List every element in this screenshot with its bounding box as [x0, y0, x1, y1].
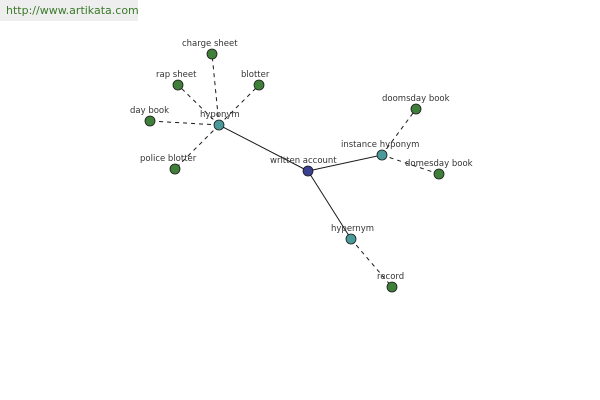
node-day-book[interactable]: [144, 115, 156, 127]
edge-hyponym-to-blotter: [218, 84, 260, 126]
node-blotter[interactable]: [253, 79, 265, 91]
edge-instance-hyponym-to-doomsday-book: [381, 108, 417, 156]
node-rap-sheet[interactable]: [172, 79, 184, 91]
node-doomsday-book[interactable]: [410, 103, 422, 115]
node-written-account[interactable]: [302, 165, 314, 177]
node-label-day-book[interactable]: day book: [130, 106, 169, 116]
node-hypernym[interactable]: [345, 233, 357, 245]
edge-written-account-to-hypernym: [307, 170, 352, 240]
node-label-doomsday-book[interactable]: doomsday book: [382, 94, 450, 104]
edges-layer: [149, 53, 440, 288]
labels-layer: written account hyponym instance hyponym hy…: [130, 39, 473, 282]
node-hyponym[interactable]: [213, 119, 225, 131]
edge-hyponym-to-rap-sheet: [177, 84, 220, 126]
node-label-police-blotter[interactable]: police blotter: [140, 154, 197, 164]
node-charge-sheet[interactable]: [206, 48, 218, 60]
node-label-hyponym[interactable]: hyponym: [200, 110, 240, 120]
node-domesday-book[interactable]: [433, 168, 445, 180]
node-label-record[interactable]: record: [377, 272, 404, 282]
node-label-rap-sheet[interactable]: rap sheet: [156, 70, 197, 80]
node-label-domesday-book[interactable]: domesday book: [405, 159, 473, 169]
node-instance-hyponym[interactable]: [376, 149, 388, 161]
node-label-charge-sheet[interactable]: charge sheet: [182, 39, 238, 49]
edge-hypernym-to-record: [350, 238, 393, 288]
edge-instance-hyponym-to-domesday-book: [381, 154, 440, 175]
node-label-blotter[interactable]: blotter: [241, 70, 270, 80]
node-label-instance-hyponym[interactable]: instance hyponym: [341, 140, 419, 150]
edge-written-account-to-instance-hyponym: [307, 154, 383, 172]
node-police-blotter[interactable]: [169, 163, 181, 175]
edge-hyponym-to-day-book: [149, 120, 220, 126]
node-label-written-account[interactable]: written account: [270, 156, 337, 166]
node-label-hypernym[interactable]: hypernym: [331, 224, 374, 234]
site-url-link[interactable]: http://www.artikata.com: [6, 4, 139, 17]
site-banner: http://www.artikata.com: [0, 0, 139, 21]
edge-hyponym-to-police-blotter: [174, 124, 220, 170]
node-record[interactable]: [386, 281, 398, 293]
nodes-layer: [144, 48, 445, 293]
edge-hyponym-to-charge-sheet: [211, 53, 220, 126]
edge-written-account-to-hyponym: [218, 124, 309, 172]
